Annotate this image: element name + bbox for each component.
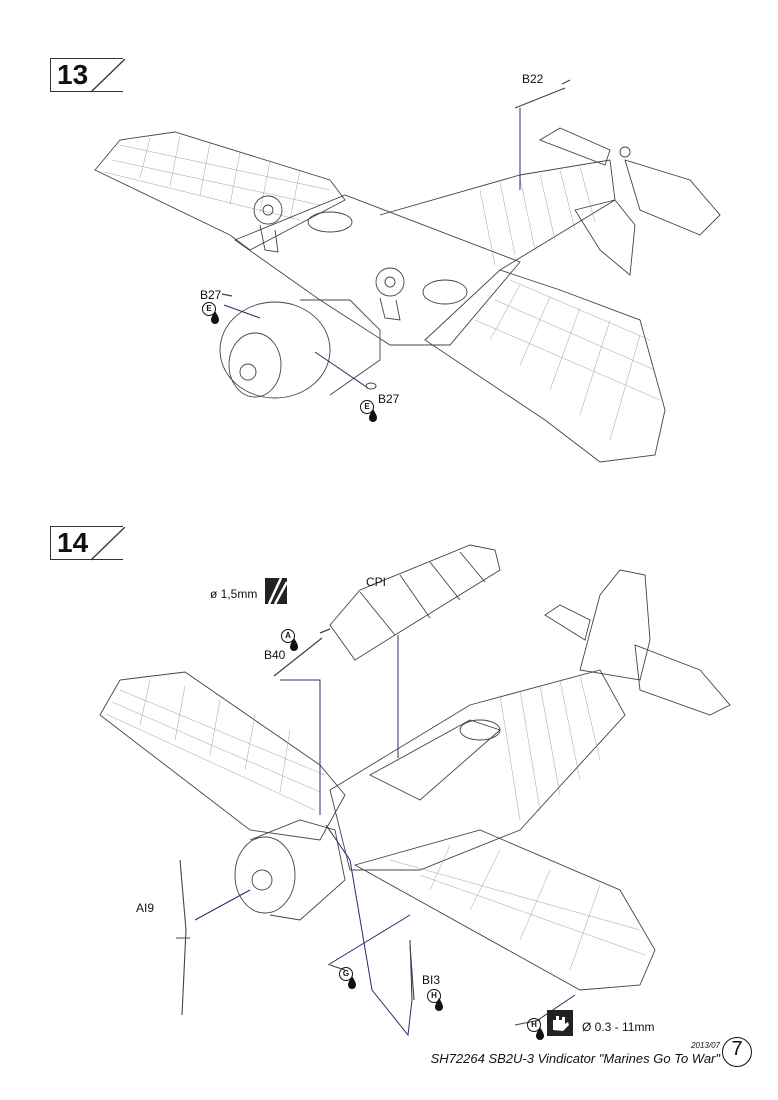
left-wing-upper [99,671,346,841]
glue-drop-icon [290,638,298,651]
glue-drop-icon [435,998,443,1011]
step-13-box: 13 [50,58,126,93]
vertical-stabilizer [579,569,651,681]
label-b27-right: B27 [378,392,400,406]
glue-marker-g: G [339,967,353,981]
cockpit-opening [369,719,501,801]
part-b40 [273,628,331,677]
glue-drop-icon [369,409,377,422]
right-wing-upper [353,829,656,991]
engine-cowling [219,301,331,399]
revision-date: 2013/07 [691,1041,720,1050]
rear-fuselage [379,159,616,271]
glue-drop-icon [348,976,356,989]
label-diameter-bottom: Ø 0.3 - 11mm [582,1020,655,1034]
label-diameter-top: ø 1,5mm [210,587,258,601]
label-a19: AI9 [136,901,155,915]
step-13-aircraft-drawing [94,79,721,463]
glue-marker-e-right: E [360,400,374,414]
label-b22: B22 [522,72,544,86]
page-number: 7 [722,1037,752,1067]
tail-plane-left-upper [544,604,591,641]
tail-plane-left [538,127,611,166]
part-b27-right [365,382,377,390]
drill-hatch-icon [265,577,289,605]
label-b13: BI3 [422,973,441,987]
tail-plane-right-upper [634,644,731,716]
part-b27-left [221,293,233,297]
label-cp1: CPI [366,575,387,589]
glue-drop-icon [536,1027,544,1040]
label-b40: B40 [264,648,286,662]
kit-title: SH72264 SB2U-3 Vindicator "Marines Go To… [430,1051,720,1066]
fuselage [234,194,521,346]
tail-plane-right [624,159,721,236]
step-13-number: 13 [57,59,89,90]
glue-marker-h-b13: H [427,989,441,1003]
glue-marker-h-antenna: H [527,1018,541,1032]
step-13-corner [90,59,126,93]
part-a19-propeller [176,859,190,1016]
part-b22 [514,79,571,109]
step-14-aircraft-drawing [99,544,731,1037]
hand-stretch-icon [547,1010,573,1036]
engine-front [234,836,296,914]
label-b27-left: B27 [200,288,222,302]
step-14-number: 14 [57,527,89,558]
glue-marker-a: A [281,629,295,643]
fuselage-upper [329,669,626,871]
step-14-box: 14 [50,526,126,561]
part-cp1 [329,544,501,661]
right-wing [424,269,666,463]
glue-drop-icon [211,311,219,324]
part-b13 [409,944,415,1001]
glue-marker-e-left: E [202,302,216,316]
left-wing [94,131,346,251]
rudder [574,199,636,276]
step-14-corner [90,527,126,561]
